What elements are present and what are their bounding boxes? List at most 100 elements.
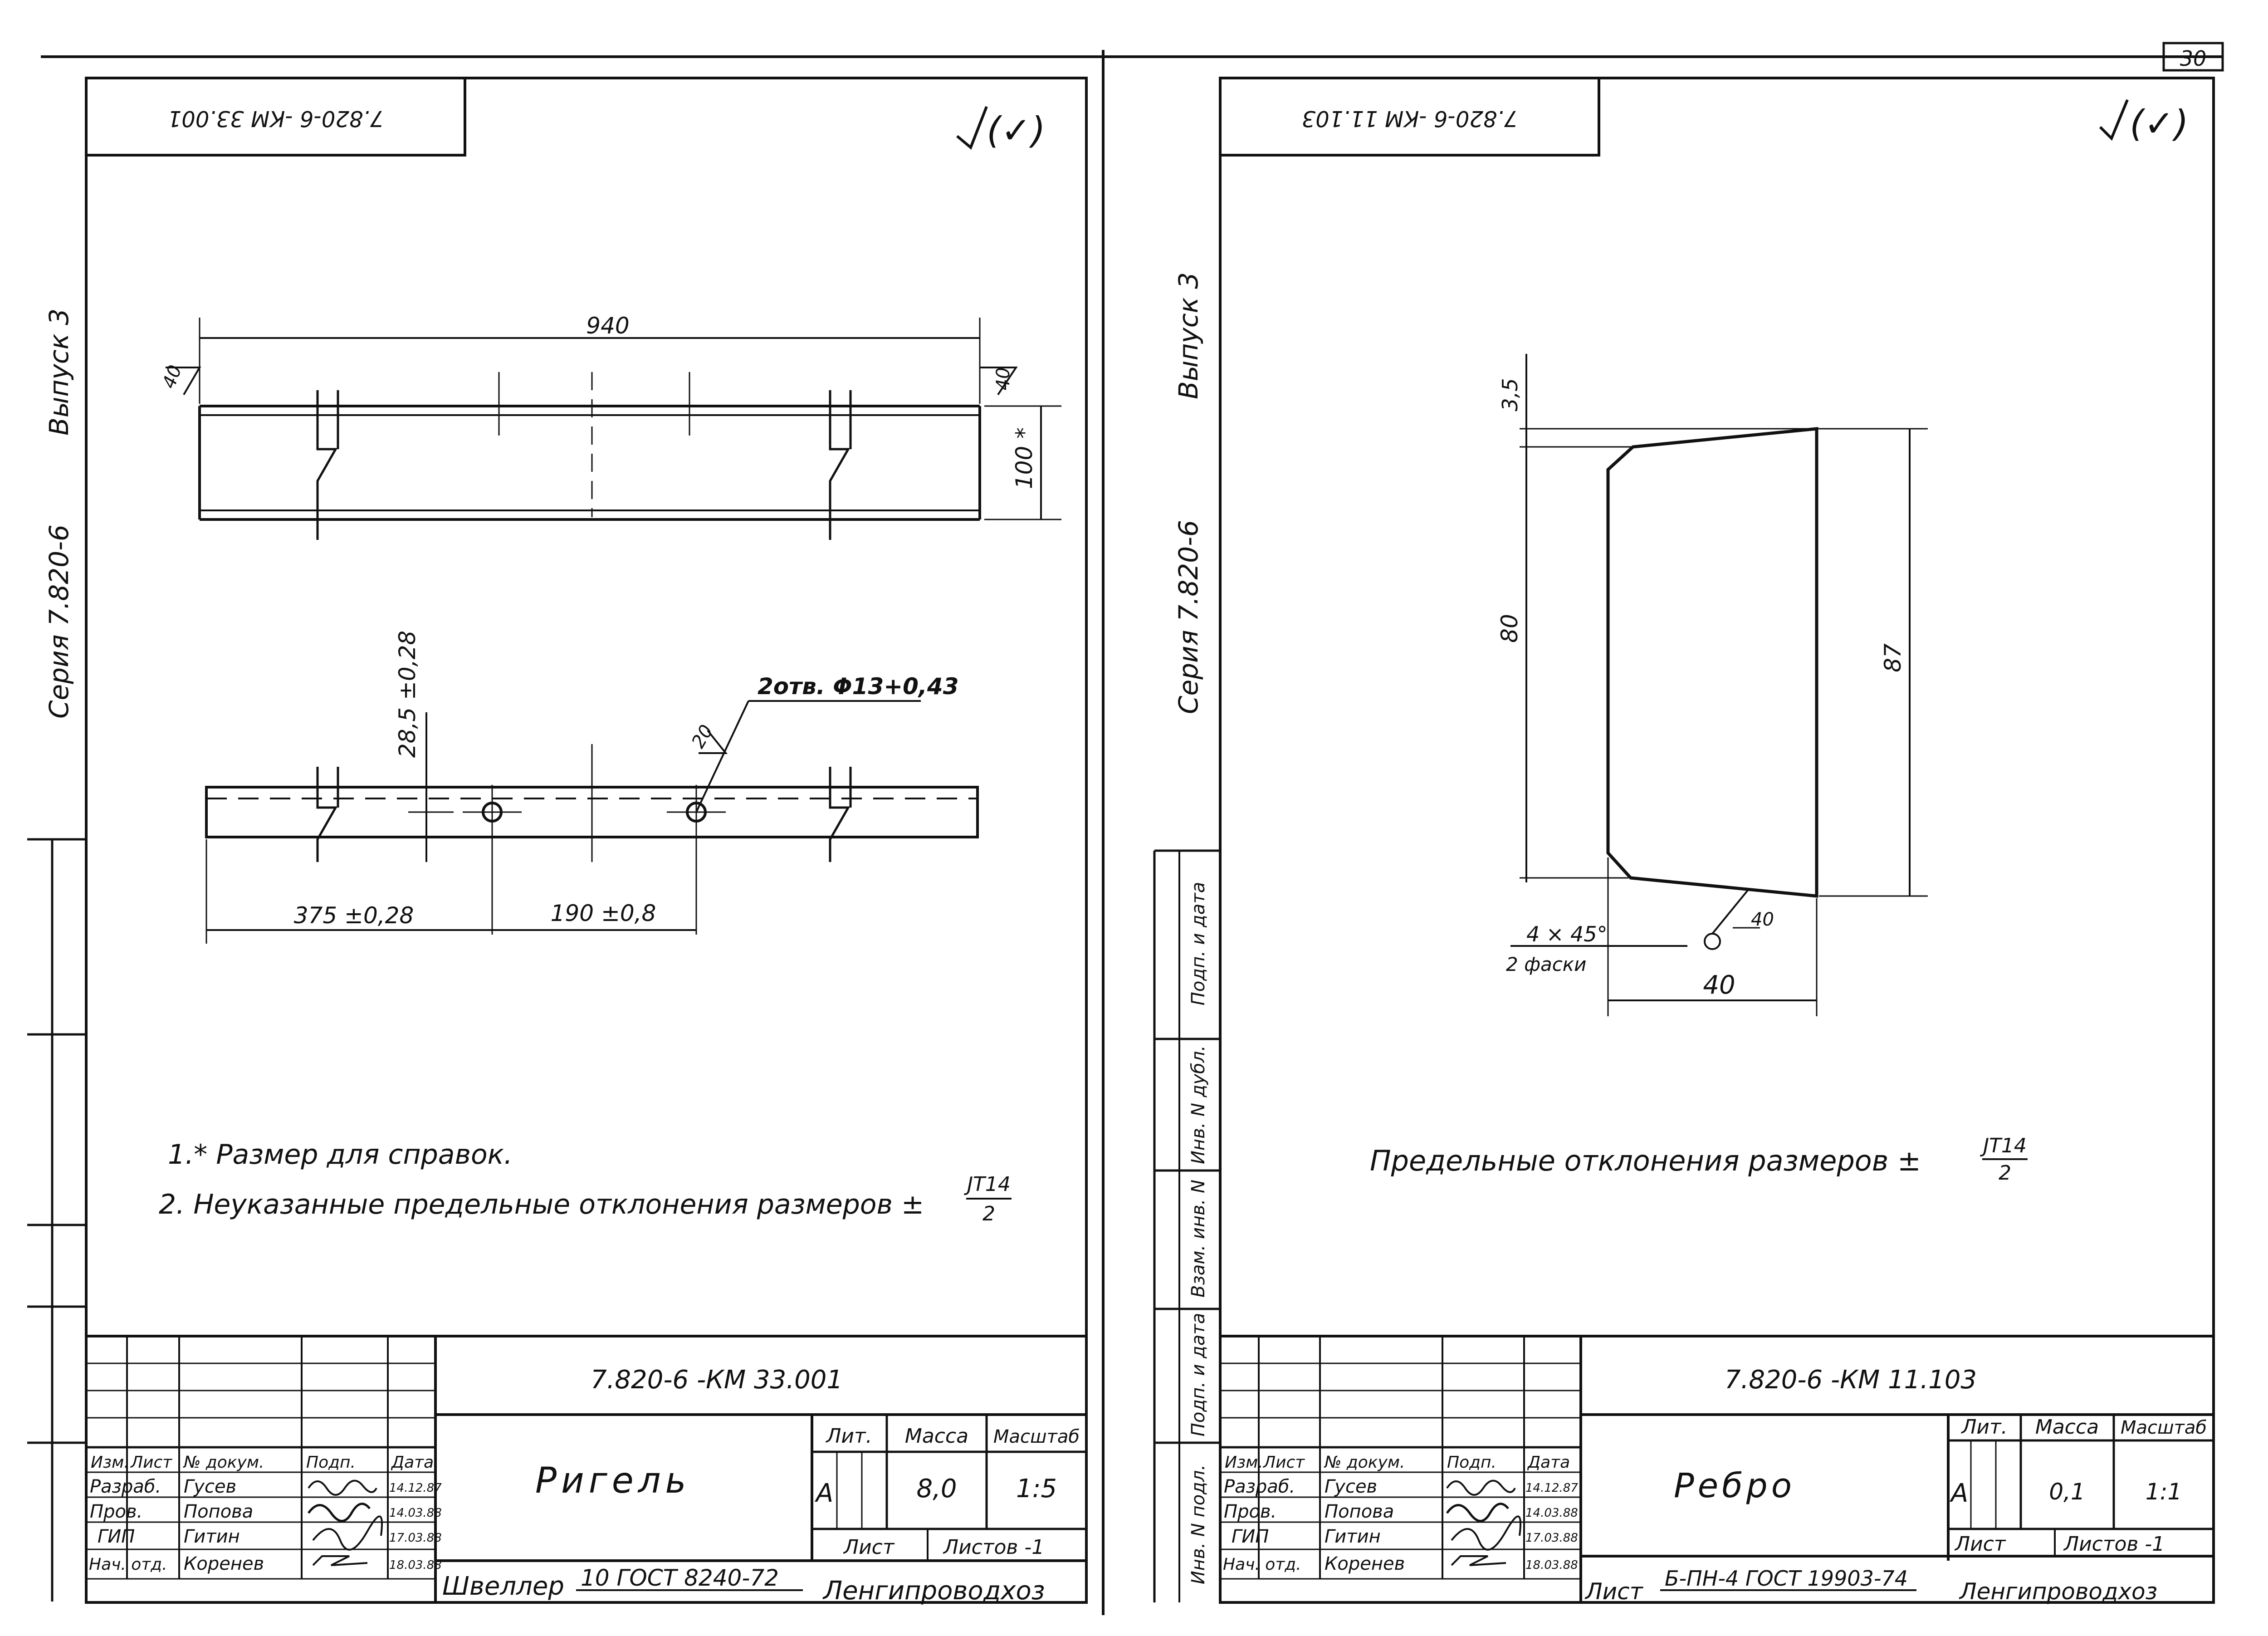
signature-popova-2 xyxy=(1446,1503,1509,1522)
right-row-2-role: Пров. xyxy=(1224,1501,1276,1522)
right-lit-value: А xyxy=(1950,1479,1968,1508)
channel-top-view xyxy=(198,372,981,540)
chamfer-2: 2 фаски xyxy=(1506,953,1586,975)
left-lit-label: Лит. xyxy=(825,1425,872,1448)
right-row-2-date: 14.03.88 xyxy=(1525,1506,1578,1520)
angle-mark-left xyxy=(166,367,201,396)
hole-angle-mark xyxy=(699,730,728,754)
signature-gitin xyxy=(312,1515,383,1551)
left-mass-value: 8,0 xyxy=(916,1474,957,1504)
side-stamp-3: Взам. инв. N xyxy=(1188,1180,1209,1298)
hole-note: 2отв. Φ13+0,43 xyxy=(758,673,959,700)
signature-korenev xyxy=(312,1555,368,1566)
left-scale-label: Масштаб xyxy=(993,1426,1080,1447)
left-row-4-person: Коренев xyxy=(184,1553,264,1574)
dim-87: 87 xyxy=(1880,643,1906,672)
tolerance-note: Предельные отклонения размеров ± xyxy=(1370,1144,1921,1177)
left-hdr-date: Дата xyxy=(391,1453,434,1472)
right-row-4-date: 18.03.88 xyxy=(1525,1558,1578,1572)
right-hdr-date: Дата xyxy=(1527,1453,1570,1472)
right-mass-label: Масса xyxy=(2035,1416,2099,1439)
right-sheets-label: Листов -1 xyxy=(2063,1533,2165,1556)
dim-3-5: 3,5 xyxy=(1498,378,1522,411)
side-stamp-2: Инв. N дубл. xyxy=(1188,1045,1209,1164)
right-frame xyxy=(1219,77,2215,1604)
page-number: 30 xyxy=(2180,46,2207,71)
right-side-series: Серия 7.820-6 xyxy=(1173,520,1204,714)
rib-plate-outline xyxy=(1606,427,1818,898)
bevel-circle-icon xyxy=(1704,933,1721,950)
right-side-stamp xyxy=(1153,849,1220,1602)
left-row-1-person: Гусев xyxy=(184,1476,236,1497)
right-stamp: 7.820-6 -КМ 11.103 xyxy=(1302,106,1518,131)
signature-gusev-2 xyxy=(1446,1479,1516,1496)
left-hdr-doc: № докум. xyxy=(183,1453,264,1472)
right-doc-code: 7.820-6 -КМ 11.103 xyxy=(1725,1365,1977,1395)
left-row-2-person: Попова xyxy=(184,1501,253,1522)
left-row-4-date: 18.03.88 xyxy=(389,1558,442,1572)
right-scale-label: Масштаб xyxy=(2121,1417,2207,1438)
right-scale-value: 1:1 xyxy=(2146,1479,2182,1505)
chamfer-1: 4 × 45° xyxy=(1526,922,1608,946)
left-sheet-label: Лист xyxy=(843,1536,895,1559)
left-hdr-sign: Подп. xyxy=(306,1453,356,1472)
angle-right-40: 40 xyxy=(993,367,1014,391)
left-row-3-date: 17.03.88 xyxy=(389,1531,442,1545)
right-row-3-person: Гитин xyxy=(1325,1526,1381,1547)
side-stamp-5: Инв. N подл. xyxy=(1188,1465,1209,1584)
right-hdr-doc: № докум. xyxy=(1324,1453,1405,1472)
left-row-1-role: Разраб. xyxy=(90,1476,161,1497)
left-row-1-date: 14.12.87 xyxy=(389,1481,442,1495)
right-hdr-izm: Изм. xyxy=(1225,1453,1263,1472)
left-hdr-list: Лист xyxy=(130,1453,172,1472)
left-side-issue: Выпуск 3 xyxy=(44,309,74,436)
tolerance-den: 2 xyxy=(1999,1161,2011,1185)
note-2-num: JT14 xyxy=(963,1173,1011,1196)
right-row-1-person: Гусев xyxy=(1325,1476,1377,1497)
left-side-series: Серия 7.820-6 xyxy=(44,524,74,719)
left-hdr-izm: Изм. xyxy=(91,1453,129,1472)
left-mass-label: Масса xyxy=(905,1425,968,1448)
right-mass-value: 0,1 xyxy=(2049,1479,2085,1505)
left-row-4-role: Нач. отд. xyxy=(89,1555,167,1574)
left-row-2-role: Пров. xyxy=(90,1501,142,1522)
left-lit-value: А xyxy=(815,1479,833,1508)
left-scale-value: 1:5 xyxy=(1016,1474,1057,1504)
left-doc-code: 7.820-6 -КМ 33.001 xyxy=(591,1365,843,1395)
signature-gusev xyxy=(308,1479,377,1496)
right-hdr-sign: Подп. xyxy=(1447,1453,1496,1472)
right-lit-label: Лит. xyxy=(1960,1416,2007,1439)
left-frame xyxy=(85,77,1088,1604)
page-number-box xyxy=(2162,42,2224,72)
hole-leader xyxy=(695,700,749,813)
right-row-3-date: 17.03.88 xyxy=(1525,1531,1578,1545)
note-1: 1.* Размер для справок. xyxy=(168,1139,513,1171)
left-surface-mark: (✓) xyxy=(987,109,1045,152)
side-stamp-1: Подп. и дата xyxy=(1188,882,1209,1005)
left-row-3-role: ГИП xyxy=(98,1526,135,1547)
left-organization: Ленгипроводхоз xyxy=(822,1576,1045,1606)
left-title-block xyxy=(86,1335,1086,1602)
left-material-value: 10 ГОСТ 8240-72 xyxy=(581,1565,779,1591)
signature-korenev-2 xyxy=(1451,1555,1506,1566)
signature-gitin-2 xyxy=(1451,1515,1521,1551)
right-row-4-person: Коренев xyxy=(1325,1553,1405,1574)
dim-width-40: 40 xyxy=(1703,970,1735,1000)
dim-100: 100 * xyxy=(1011,427,1037,489)
dim-80: 80 xyxy=(1496,614,1523,643)
dim-940: 940 xyxy=(586,313,629,339)
right-row-3-role: ГИП xyxy=(1232,1526,1269,1547)
dim-190: 190 ±0,8 xyxy=(551,900,656,926)
right-sheet-label: Лист xyxy=(1954,1533,2006,1556)
left-stamp-box xyxy=(85,77,466,157)
dim-375: 375 ±0,28 xyxy=(294,902,414,929)
side-stamp-4: Подп. и дата xyxy=(1188,1313,1209,1436)
left-row-2-date: 14.03.88 xyxy=(389,1506,442,1520)
channel-side-view xyxy=(205,744,979,935)
right-row-2-person: Попова xyxy=(1325,1501,1394,1522)
right-stamp-box xyxy=(1219,77,1600,157)
left-roughness-icon xyxy=(956,106,988,150)
left-row-3-person: Гитин xyxy=(184,1526,240,1547)
dim-28-5: 28,5 ±0,28 xyxy=(394,631,420,758)
